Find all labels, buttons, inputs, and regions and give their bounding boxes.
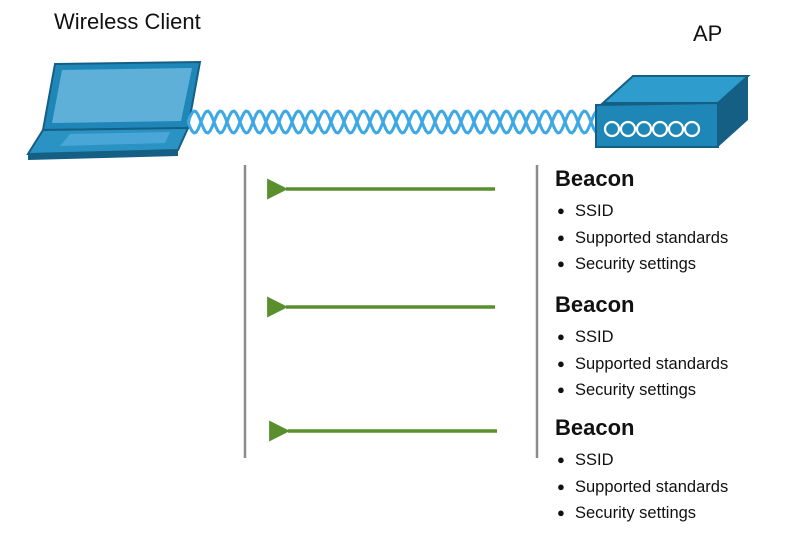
bullet-icon: ● <box>557 203 565 218</box>
beacon-title: Beacon <box>555 292 635 317</box>
beacon-field-item: ● Security settings <box>557 377 728 404</box>
bullet-icon: ● <box>557 478 565 494</box>
beacon-field-list: ● SSID ● Supported standards ● Security set… <box>555 324 728 404</box>
beacon-field-ssid: SSID <box>575 328 614 346</box>
beacon-field-security: Security settings <box>575 381 697 399</box>
beacon-field-list: ● SSID ● Supported standards ● Security set… <box>555 198 728 278</box>
beacon-field-standards: Supported standards <box>575 477 729 496</box>
bullet-icon: ● <box>557 329 565 344</box>
beacon-frame-3: Beacon ● SSID ● Supported standards ● Secur… <box>555 415 728 527</box>
beacon-field-security: Security settings <box>575 255 697 273</box>
beacon-title: Beacon <box>555 415 635 440</box>
wireless-client-label: Wireless Client <box>54 9 201 34</box>
beacon-field-ssid: SSID <box>575 202 614 220</box>
beacon-field-standards: Supported standards <box>575 228 729 247</box>
bullet-icon: ● <box>557 452 565 467</box>
ap-label: AP <box>693 21 723 46</box>
beacon-field-item: ● Security settings <box>557 251 728 278</box>
bullet-icon: ● <box>557 229 565 245</box>
beacon-frame-1: Beacon ● SSID ● Supported standards ● Secur… <box>555 166 728 278</box>
laptop-icon <box>26 60 202 160</box>
bullet-icon: ● <box>557 355 565 371</box>
bullet-icon: ● <box>557 382 565 397</box>
beacon-field-item: ● Supported standards <box>557 351 728 378</box>
access-point-icon <box>595 75 751 148</box>
beacon-field-item: ● SSID <box>557 447 728 474</box>
beacon-field-item: ● Security settings <box>557 500 728 527</box>
beacon-field-item: ● SSID <box>557 324 728 351</box>
beacon-field-list: ● SSID ● Supported standards ● Security set… <box>555 447 728 527</box>
bullet-icon: ● <box>557 256 565 271</box>
beacon-field-standards: Supported standards <box>575 354 729 373</box>
beacon-field-item: ● Supported standards <box>557 474 728 501</box>
bullet-icon: ● <box>557 505 565 520</box>
beacon-title: Beacon <box>555 166 635 191</box>
beacon-frame-2: Beacon ● SSID ● Supported standards ● Secur… <box>555 292 728 404</box>
beacon-field-security: Security settings <box>575 504 697 522</box>
wireless-signal-wave <box>186 109 602 135</box>
beacon-field-ssid: SSID <box>575 451 614 469</box>
beacon-field-item: ● Supported standards <box>557 225 728 252</box>
beacon-field-item: ● SSID <box>557 198 728 225</box>
